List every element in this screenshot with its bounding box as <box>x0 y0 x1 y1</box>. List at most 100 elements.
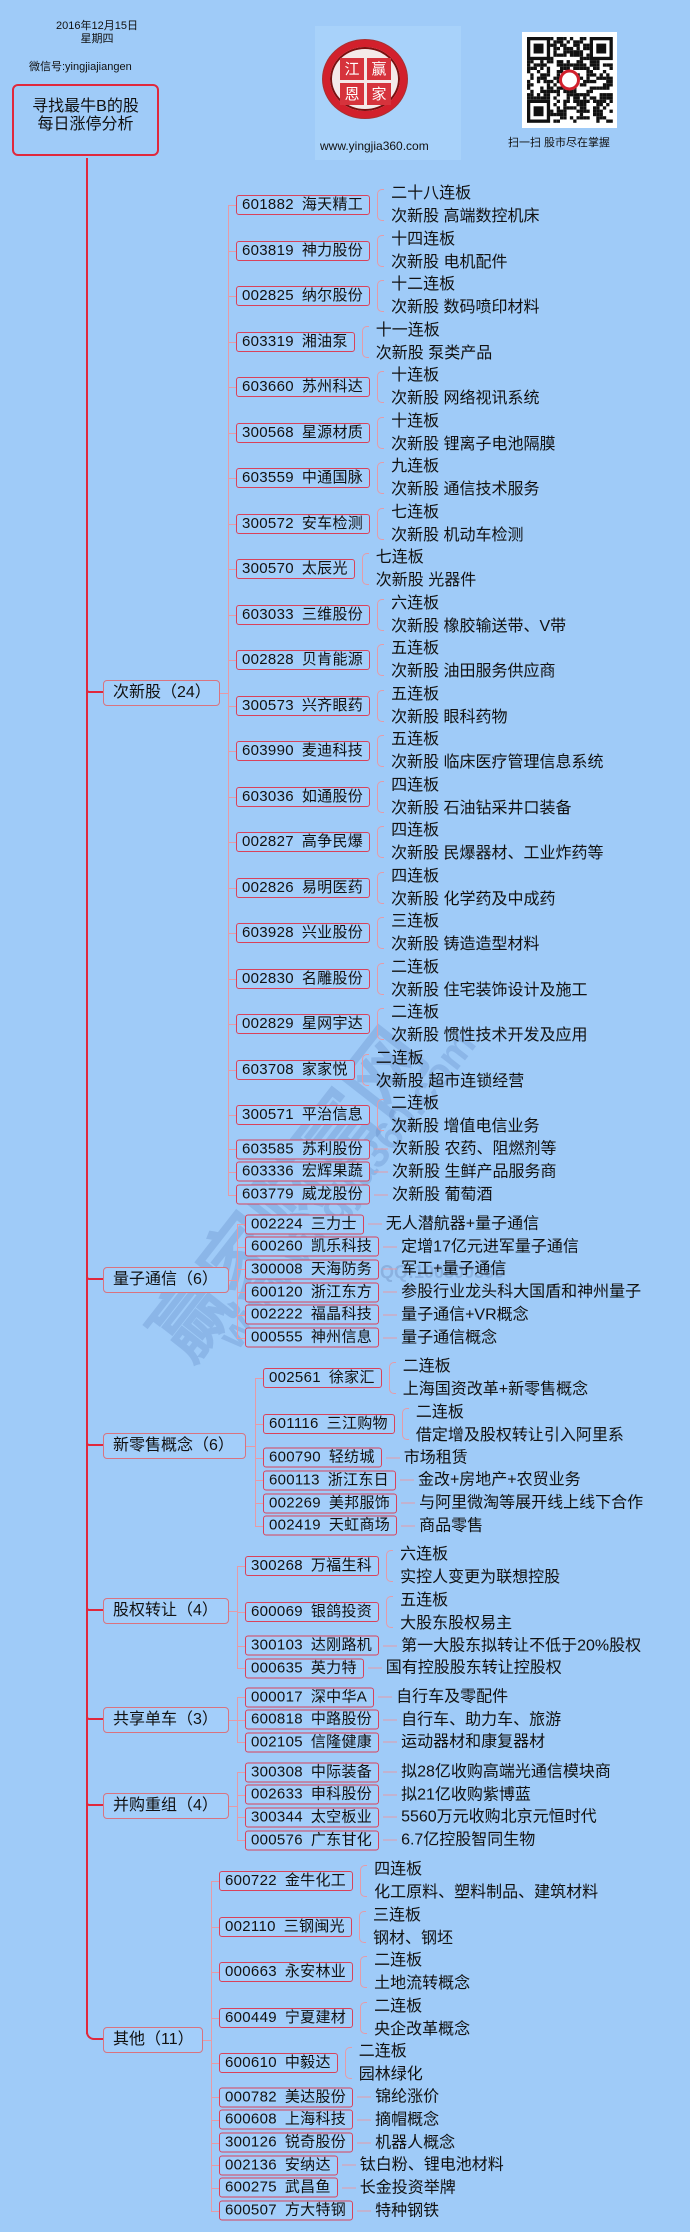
qr-code-icon <box>522 32 617 128</box>
board-count: 四连板 <box>391 867 440 885</box>
stock-name: 宁夏建材 <box>284 2008 347 2026</box>
category-node[interactable]: 共享单车（3） <box>103 1707 229 1733</box>
board-count: 二连板 <box>375 1049 424 1067</box>
website-link[interactable]: www.yingjia360.com <box>320 139 429 153</box>
category-node[interactable]: 次新股（24） <box>103 680 220 706</box>
stock-code: 000782 <box>225 2088 277 2106</box>
stock-description: 锦纶涨价 <box>375 2088 440 2106</box>
category-node[interactable]: 新零售概念（6） <box>103 1433 246 1459</box>
stock-description: 长金投资举牌 <box>359 2179 456 2197</box>
stock-code: 000663 <box>225 1963 277 1980</box>
category-node[interactable]: 股权转让（4） <box>103 1598 229 1624</box>
board-count: 二连板 <box>402 1358 451 1375</box>
item-connector <box>228 523 236 525</box>
category-node[interactable]: 量子通信（6） <box>103 1267 229 1293</box>
stock-code: 002110 <box>225 1917 276 1935</box>
category-node[interactable]: 并购重组（4） <box>103 1793 229 1819</box>
item-connector <box>211 1926 219 1928</box>
item-connector <box>237 1719 245 1721</box>
stock-name: 苏利股份 <box>301 1140 364 1158</box>
stock-notes: 市场租赁 <box>404 1446 468 1469</box>
stock-notes: 国有控股股东转让控股权 <box>386 1657 562 1680</box>
stock-notes: 金改+房地产+农贸业务 <box>418 1469 581 1492</box>
dash-connector <box>383 1794 398 1796</box>
stock-notes: 二连板次新股 惯性技术开发及应用 <box>391 1001 587 1047</box>
stock-code: 601116 <box>269 1414 319 1432</box>
item-connector <box>237 1224 245 1225</box>
weekday-label: 星期四 <box>80 33 114 45</box>
stock-code: 002105 <box>251 1733 303 1751</box>
stock-code: 002825 <box>242 287 294 304</box>
stock-name: 如通股份 <box>301 787 364 805</box>
stock-notes: 三连板次新股 铸造造型材料 <box>391 910 539 956</box>
category-node[interactable]: 其他（11） <box>103 2027 203 2053</box>
item-connector <box>237 1794 245 1796</box>
board-count: 四连板 <box>374 1861 423 1878</box>
item-connector <box>211 1881 219 1882</box>
stock-name: 中毅达 <box>284 2054 331 2071</box>
